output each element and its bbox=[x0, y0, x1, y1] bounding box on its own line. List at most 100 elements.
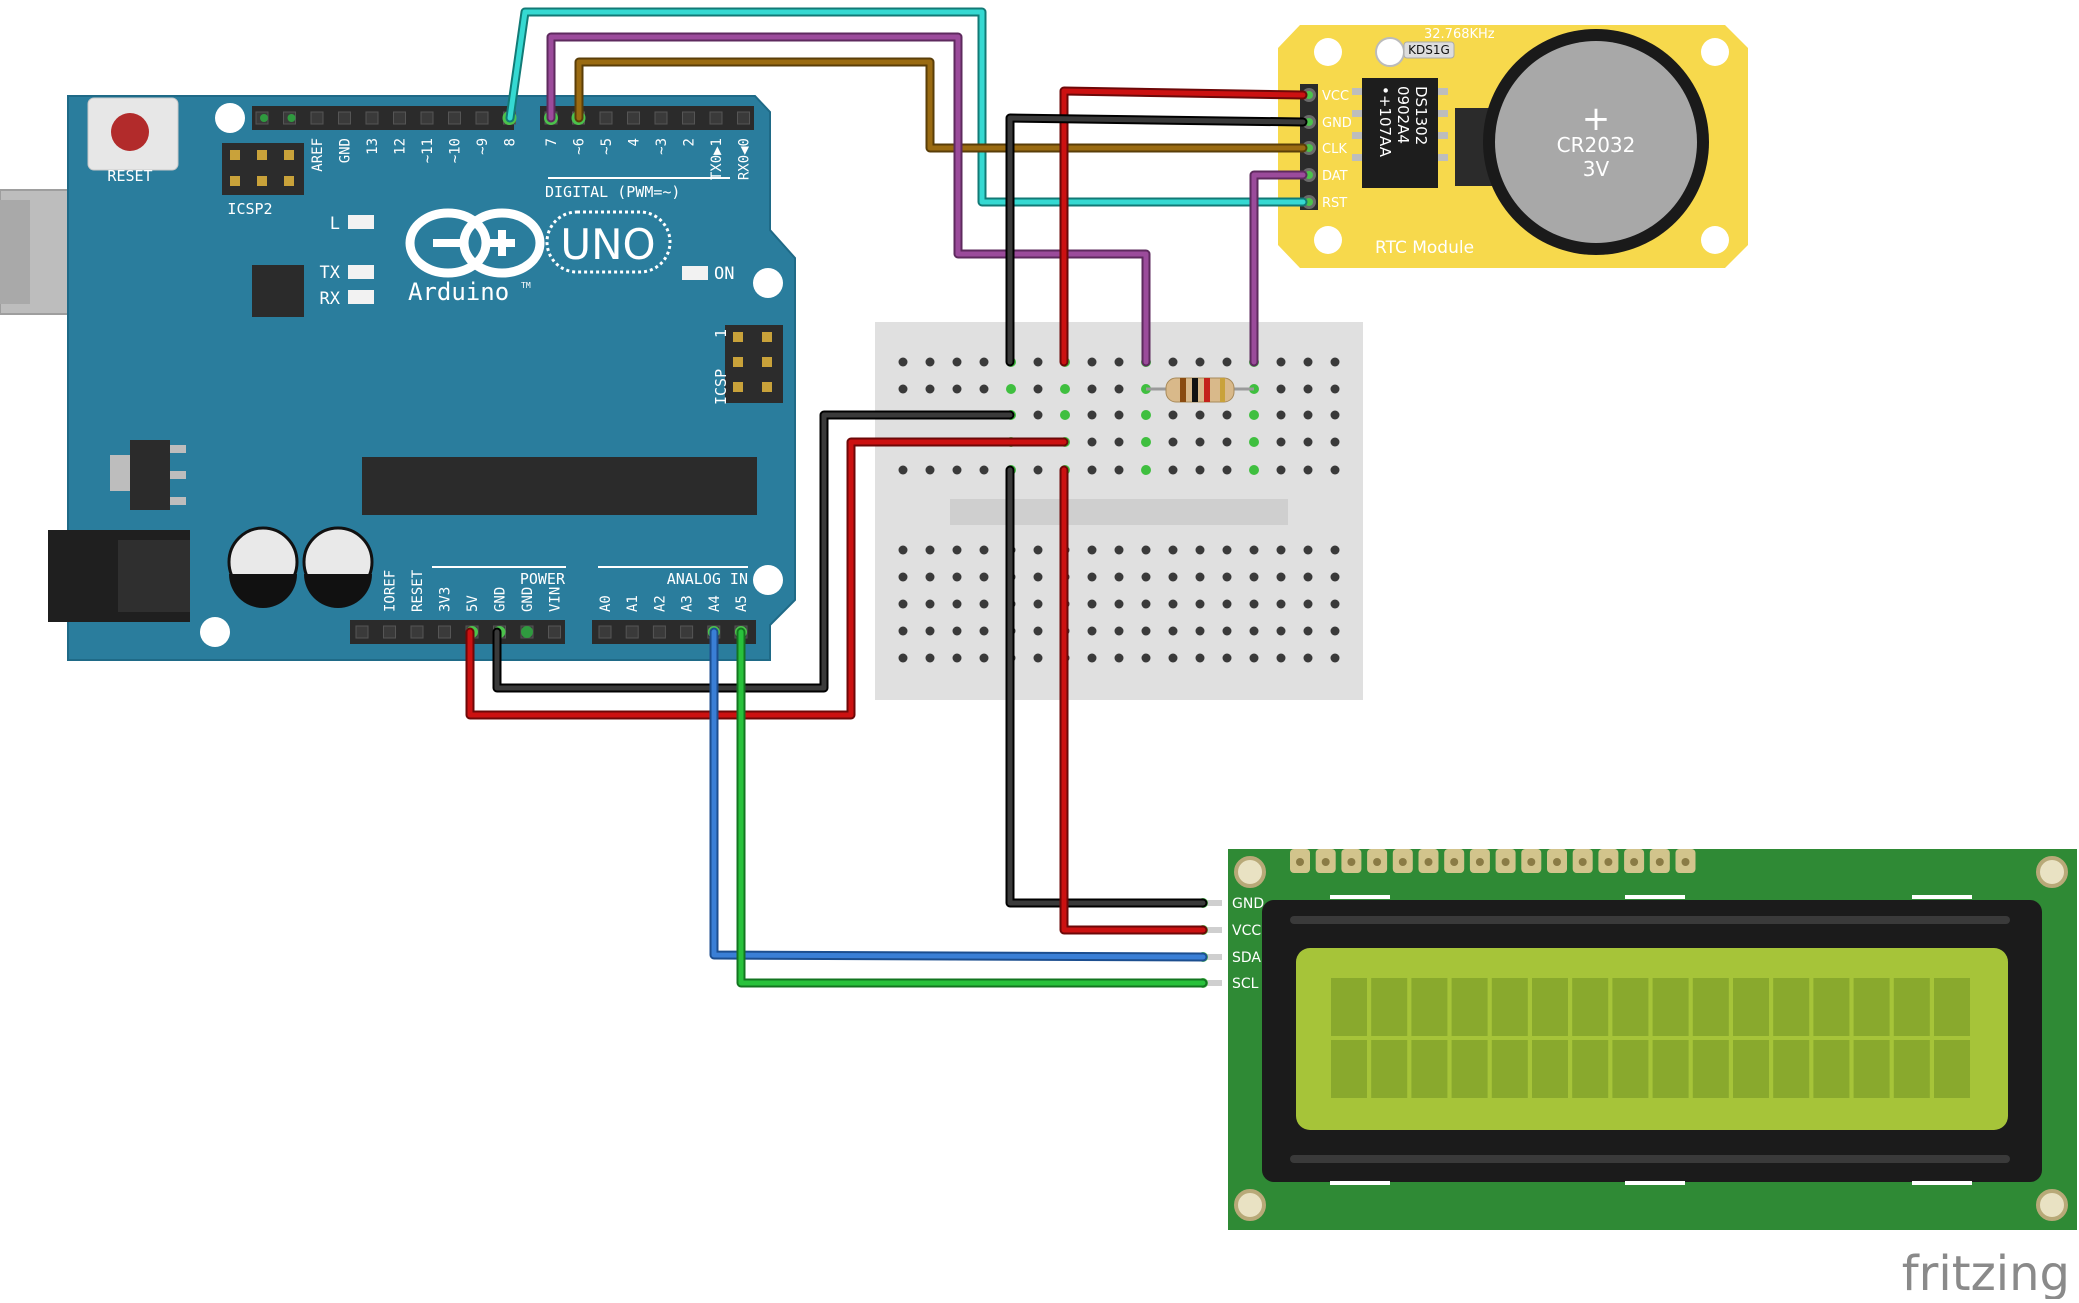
lcd-pin-label: SCL bbox=[1232, 976, 1259, 992]
trademark-label: TM bbox=[521, 281, 531, 290]
breadboard-hole bbox=[925, 545, 935, 555]
lcd-character-cell bbox=[1572, 1040, 1609, 1098]
led-l-label: L bbox=[330, 214, 340, 234]
icsp-label: ICSP bbox=[712, 369, 730, 405]
lcd-character-cell bbox=[1371, 1040, 1408, 1098]
power-pin-label: GND bbox=[493, 587, 509, 612]
lcd-pad-hole bbox=[1347, 858, 1356, 866]
breadboard-hole bbox=[1303, 437, 1313, 447]
breadboard-hole bbox=[1303, 384, 1313, 394]
arduino-uno-board: RESET ICSP2 L TX RX ON UNO bbox=[0, 95, 796, 661]
digital-pin-label: ~9 bbox=[475, 138, 491, 155]
digital-header-label: DIGITAL (PWM=~) bbox=[545, 183, 680, 201]
lcd-character-cell bbox=[1733, 978, 1769, 1036]
led-l bbox=[348, 215, 374, 229]
breadboard-hole bbox=[925, 384, 935, 394]
breadboard-hole bbox=[1222, 653, 1232, 663]
breadboard-hole bbox=[1168, 545, 1178, 555]
breadboard-hole bbox=[1330, 626, 1340, 636]
battery-plus: + bbox=[1582, 99, 1611, 139]
mount-hole bbox=[215, 103, 245, 133]
digital-pin-label: ~3 bbox=[654, 138, 670, 155]
breadboard-hole bbox=[1141, 465, 1151, 475]
breadboard-hole bbox=[1222, 599, 1232, 609]
digital-pin-label: ~10 bbox=[448, 138, 464, 163]
power-pin-label: 5V bbox=[465, 595, 481, 612]
usb-connector-edge bbox=[0, 200, 30, 304]
header-hole bbox=[365, 111, 379, 125]
lcd-pad-hole bbox=[1373, 858, 1382, 866]
breadboard-hole bbox=[1114, 410, 1124, 420]
lcd-character-cell bbox=[1652, 978, 1689, 1036]
header-hole bbox=[737, 111, 750, 125]
wire-purple-breadboard-to-rtc-dat bbox=[1249, 170, 1308, 367]
lcd-pin-label: SDA bbox=[1232, 950, 1261, 966]
breadboard-hole bbox=[1303, 465, 1313, 475]
regulator-leads bbox=[170, 445, 186, 505]
digital-pin-label: ~6 bbox=[572, 138, 588, 155]
breadboard-hole bbox=[1087, 626, 1097, 636]
reset-label: RESET bbox=[107, 167, 152, 185]
header-hole bbox=[598, 625, 612, 639]
pin-connected-indicator bbox=[521, 626, 533, 638]
digital-pin-label: ~5 bbox=[599, 138, 615, 155]
digital-pin-label: 13 bbox=[365, 138, 381, 155]
wire-green-a5-to-lcd-scl bbox=[736, 627, 1208, 988]
lcd-pad-hole bbox=[1398, 858, 1407, 866]
breadboard-hole bbox=[1195, 653, 1205, 663]
power-pin-label: 3V3 bbox=[438, 587, 454, 612]
breadboard-hole bbox=[1249, 599, 1259, 609]
breadboard-hole bbox=[1168, 572, 1178, 582]
breadboard-hole bbox=[979, 384, 989, 394]
breadboard-hole bbox=[1276, 572, 1286, 582]
lcd-character-cell bbox=[1813, 978, 1850, 1036]
breadboard-hole bbox=[925, 465, 935, 475]
lcd-pad-hole bbox=[1424, 858, 1433, 866]
lcd-pad-hole bbox=[1655, 858, 1664, 866]
breadboard-hole bbox=[1195, 465, 1205, 475]
header-hole bbox=[410, 625, 424, 639]
breadboard-hole bbox=[1033, 653, 1043, 663]
analog-header bbox=[592, 620, 756, 644]
breadboard-hole bbox=[1330, 410, 1340, 420]
breadboard-hole bbox=[1276, 626, 1286, 636]
mount-hole bbox=[1701, 226, 1729, 254]
breadboard-hole bbox=[925, 653, 935, 663]
breadboard-hole bbox=[1222, 545, 1232, 555]
lcd-pad-hole bbox=[1681, 858, 1690, 866]
breadboard-hole bbox=[1168, 626, 1178, 636]
chip-line-2: 0902A4 bbox=[1394, 86, 1412, 144]
breadboard-hole bbox=[1087, 572, 1097, 582]
digital-pin-label: 12 bbox=[393, 138, 409, 155]
digital-pin-label: GND bbox=[338, 138, 354, 163]
header-hole bbox=[625, 625, 639, 639]
lcd-character-cell bbox=[1371, 978, 1408, 1036]
breadboard-hole bbox=[1141, 410, 1151, 420]
breadboard-hole bbox=[1222, 465, 1232, 475]
breadboard-hole bbox=[1114, 384, 1124, 394]
analog-pin-label: A4 bbox=[707, 595, 723, 612]
breadboard-hole bbox=[898, 357, 908, 367]
breadboard-hole bbox=[1060, 384, 1070, 394]
battery-model: CR2032 bbox=[1557, 133, 1636, 157]
lcd-bezel-rail bbox=[1290, 916, 2010, 924]
rtc-pin-label: VCC bbox=[1322, 89, 1349, 104]
lcd-pad-hole bbox=[1604, 858, 1613, 866]
breadboard bbox=[875, 322, 1363, 700]
breadboard-hole bbox=[1222, 572, 1232, 582]
digital-label-underline bbox=[548, 177, 730, 179]
rtc-pin-label: DAT bbox=[1322, 169, 1348, 184]
breadboard-hole bbox=[952, 599, 962, 609]
rtc-pin-label: CLK bbox=[1322, 142, 1347, 157]
ds1302-chip bbox=[1362, 78, 1438, 188]
breadboard-hole bbox=[1303, 572, 1313, 582]
header-hole bbox=[393, 111, 406, 125]
led-tx-label: TX bbox=[320, 263, 341, 283]
breadboard-hole bbox=[1033, 357, 1043, 367]
header-hole bbox=[627, 111, 640, 125]
breadboard-hole bbox=[1330, 384, 1340, 394]
power-header-label: POWER bbox=[520, 570, 566, 588]
header-hole bbox=[310, 111, 324, 125]
breadboard-hole bbox=[1195, 572, 1205, 582]
